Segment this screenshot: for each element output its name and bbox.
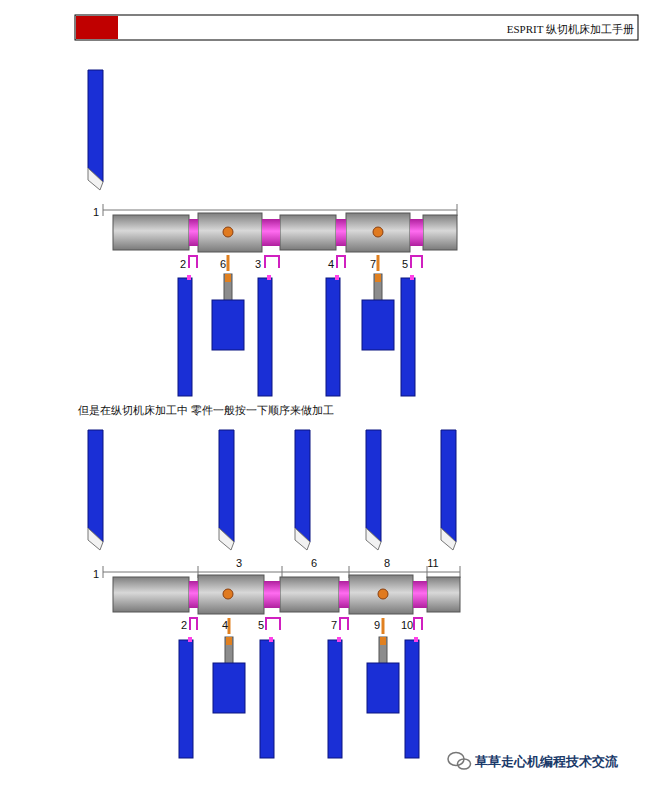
callout-number: 6: [220, 259, 226, 270]
callout-number: 4: [222, 620, 228, 631]
grooving-tool: [401, 275, 415, 396]
callout-number: 2: [181, 620, 187, 631]
groove-mark: [190, 618, 422, 630]
turning-tool: [88, 70, 103, 190]
note-text: 但是在纵切机床加工中 零件一般按一下顺序来做加工: [78, 405, 334, 416]
callout-number: 4: [328, 259, 334, 270]
grooving-tool: [178, 275, 192, 396]
drill-tool: [367, 618, 399, 713]
turning-tool: [219, 430, 234, 550]
grooving-tool: [328, 637, 342, 758]
grooving-tool: [179, 637, 193, 758]
drill-tool: [362, 255, 394, 350]
callout-number: 3: [236, 558, 242, 569]
callout-number: 5: [258, 620, 264, 631]
drill-tool: [213, 618, 245, 713]
grooving-tool: [405, 637, 419, 758]
callout-number: 9: [374, 620, 380, 631]
turning-tool: [366, 430, 381, 550]
callout-number: 7: [370, 259, 376, 270]
watermark: 草草走心机编程技术交流: [475, 755, 618, 768]
callout-number: 5: [402, 259, 408, 270]
callout-number: 6: [311, 558, 317, 569]
callout-number: 1: [93, 207, 99, 218]
grooving-tool: [260, 637, 274, 758]
callout-number: 11: [427, 558, 438, 569]
workpiece-bar: [113, 213, 457, 252]
workpiece-bar: [113, 575, 460, 614]
turning-tool: [88, 430, 103, 550]
callout-number: 10: [401, 620, 413, 631]
callout-number: 8: [384, 558, 390, 569]
callout-number: 2: [180, 259, 186, 270]
header-bar: [75, 15, 638, 40]
drill-tool: [212, 255, 244, 350]
wechat-icon: [448, 753, 471, 770]
running-header: ESPRIT 纵切机床加工手册: [507, 24, 634, 35]
header-mark: [76, 16, 118, 39]
callout-number: 3: [255, 259, 261, 270]
turning-tool: [441, 430, 456, 550]
grooving-tool: [258, 275, 272, 396]
turning-tool: [295, 430, 310, 550]
callout-number: 7: [331, 620, 337, 631]
callout-number: 1: [93, 569, 99, 580]
grooving-tool: [326, 275, 340, 396]
